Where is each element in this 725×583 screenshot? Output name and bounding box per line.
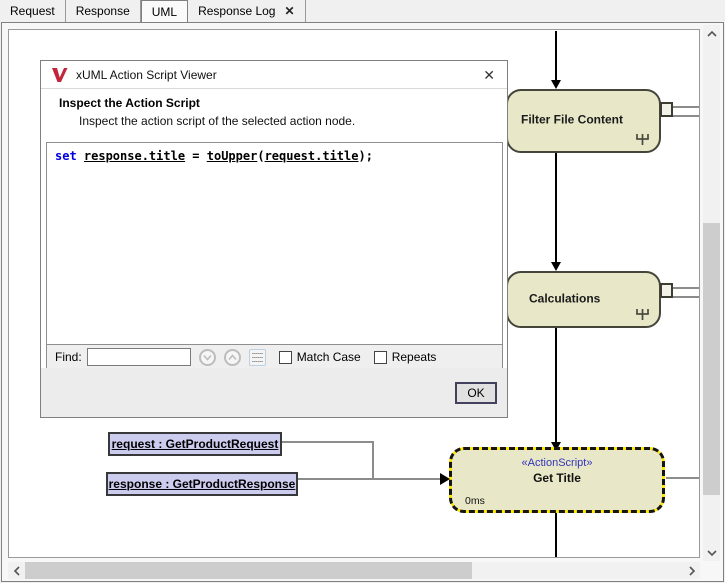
tab-response-label: Response [75, 4, 130, 18]
node-get-title-selection: «ActionScript» Get Title 0ms [449, 447, 665, 513]
chevron-up-circle-icon [228, 353, 237, 360]
object-node-response[interactable]: response : GetProductResponse [106, 472, 298, 496]
code-token: = [185, 149, 207, 163]
object-node-response-label: response : GetProductResponse [108, 477, 296, 491]
xuml-logo-icon [52, 67, 68, 82]
rake-icon [636, 309, 649, 320]
code-token-link[interactable]: toUpper [206, 149, 258, 163]
scroll-left-button[interactable] [8, 562, 25, 579]
dialog-subheading: Inspect the action script of the selecte… [79, 114, 356, 128]
tab-request-label: Request [10, 4, 55, 18]
node-calculations[interactable]: Calculations [506, 271, 661, 328]
scroll-up-button[interactable] [703, 25, 720, 42]
horizontal-scrollbar[interactable] [8, 562, 700, 579]
find-input[interactable] [86, 348, 191, 366]
arrowhead-icon [551, 80, 561, 89]
dialog-heading: Inspect the Action Script [59, 96, 200, 110]
list-lines-icon [251, 360, 263, 362]
object-flow-line [673, 287, 699, 289]
action-script-code-area[interactable]: set response.title = toUpper(request.tit… [47, 143, 502, 344]
output-pin [660, 102, 673, 117]
match-case-label: Match Case [296, 350, 361, 364]
xuml-action-script-viewer-dialog: xUML Action Script Viewer ✕ Inspect the … [40, 60, 508, 418]
code-token-link[interactable]: response.title [83, 149, 186, 163]
dialog-footer: OK [41, 368, 507, 417]
find-previous-button[interactable] [223, 348, 241, 366]
node-get-title[interactable]: «ActionScript» Get Title 0ms [449, 447, 665, 513]
object-flow-line [673, 106, 699, 108]
dialog-title: xUML Action Script Viewer [76, 67, 217, 82]
object-node-request-label: request : GetProductRequest [111, 437, 279, 451]
object-node-request[interactable]: request : GetProductRequest [108, 432, 282, 456]
output-pin [660, 283, 673, 298]
chevron-down-icon [706, 549, 717, 556]
tab-close-icon[interactable]: ✕ [284, 4, 295, 18]
vertical-scrollbar-thumb[interactable] [703, 223, 720, 495]
node-calculations-label: Calculations [529, 290, 601, 305]
arrowhead-icon [551, 442, 561, 451]
dialog-titlebar[interactable]: xUML Action Script Viewer ✕ [41, 61, 507, 89]
list-lines-icon [251, 356, 263, 358]
highlight-all-button[interactable] [248, 348, 266, 366]
vertical-scrollbar[interactable] [703, 25, 720, 561]
node-get-title-label: Get Title [533, 471, 581, 485]
chevron-right-icon [688, 565, 695, 576]
object-flow-line [298, 478, 440, 480]
find-next-button[interactable] [198, 348, 216, 366]
code-token-keyword: set [55, 149, 84, 163]
scroll-down-button[interactable] [703, 544, 720, 561]
object-flow-line [673, 115, 699, 117]
tab-request[interactable]: Request [0, 0, 66, 22]
arrowhead-icon [440, 473, 450, 485]
repeats-checkbox[interactable] [373, 350, 387, 364]
chevron-up-icon [706, 30, 717, 37]
node-filter-file-content-label: Filter File Content [521, 112, 623, 127]
tab-uml[interactable]: UML [140, 0, 189, 22]
object-flow-line [282, 441, 374, 443]
object-flow-line [372, 441, 374, 480]
code-token: ( [257, 149, 265, 163]
tab-response-log[interactable]: Response Log ✕ [188, 0, 306, 22]
find-bar: Find: Match Case Repeats [47, 344, 502, 369]
control-flow-line [555, 153, 557, 263]
chevron-left-icon [13, 565, 20, 576]
list-lines-icon [251, 352, 263, 354]
object-flow-line [673, 296, 699, 298]
chevron-down-circle-icon [203, 354, 212, 361]
tab-response[interactable]: Response [66, 0, 141, 22]
tab-response-log-label: Response Log [198, 4, 276, 18]
node-filter-file-content[interactable]: Filter File Content [506, 89, 661, 153]
code-token: ); [358, 149, 373, 163]
scroll-right-button[interactable] [683, 562, 700, 579]
control-flow-line [555, 513, 557, 557]
tab-bar: Request Response UML Response Log ✕ [0, 0, 725, 22]
control-flow-line [555, 328, 557, 442]
node-get-title-duration: 0ms [465, 495, 485, 507]
horizontal-scrollbar-thumb[interactable] [25, 562, 472, 579]
match-case-checkbox[interactable] [278, 350, 292, 364]
code-token-link[interactable]: request.title [264, 149, 359, 163]
ok-button[interactable]: OK [455, 382, 497, 404]
code-frame: set response.title = toUpper(request.tit… [46, 142, 503, 370]
node-get-title-stereotype: «ActionScript» [521, 457, 593, 469]
object-flow-line [666, 477, 699, 479]
control-flow-line [555, 31, 557, 81]
rake-icon [636, 134, 649, 145]
arrowhead-icon [551, 262, 561, 271]
tab-uml-label: UML [151, 4, 178, 19]
find-label: Find: [55, 350, 82, 364]
repeats-label: Repeats [391, 350, 437, 364]
dialog-close-icon[interactable]: ✕ [483, 67, 495, 83]
